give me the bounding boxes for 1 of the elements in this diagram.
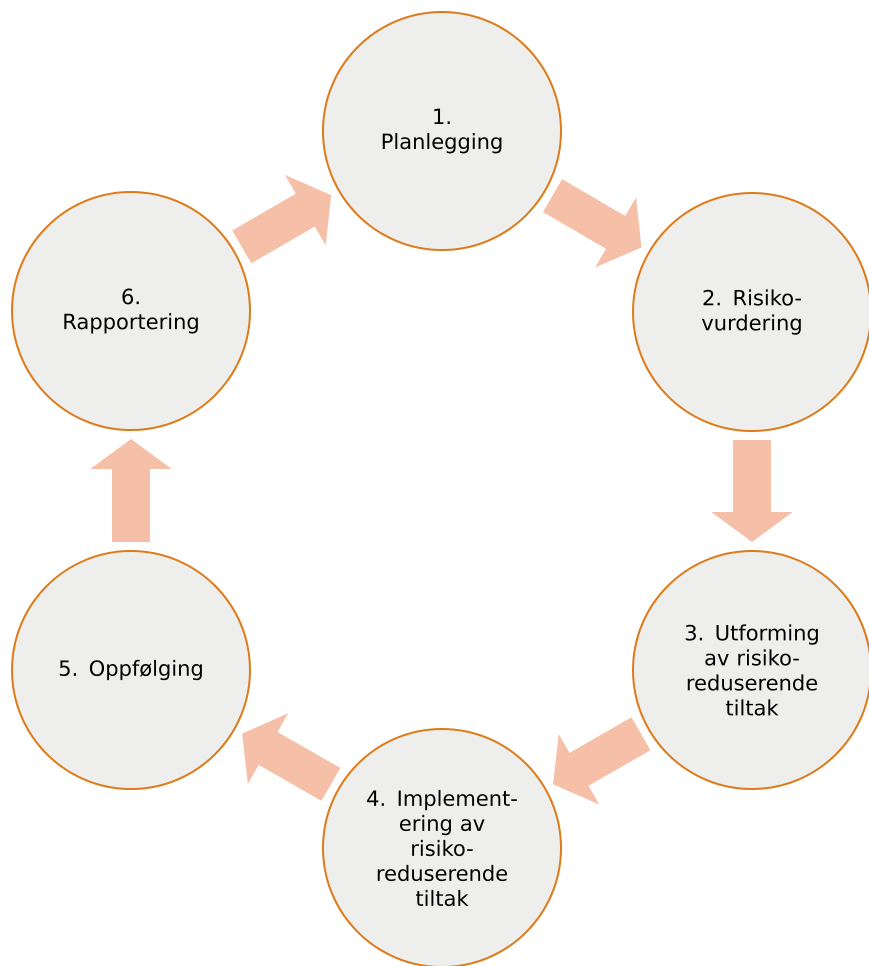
block-arrow xyxy=(553,717,650,805)
